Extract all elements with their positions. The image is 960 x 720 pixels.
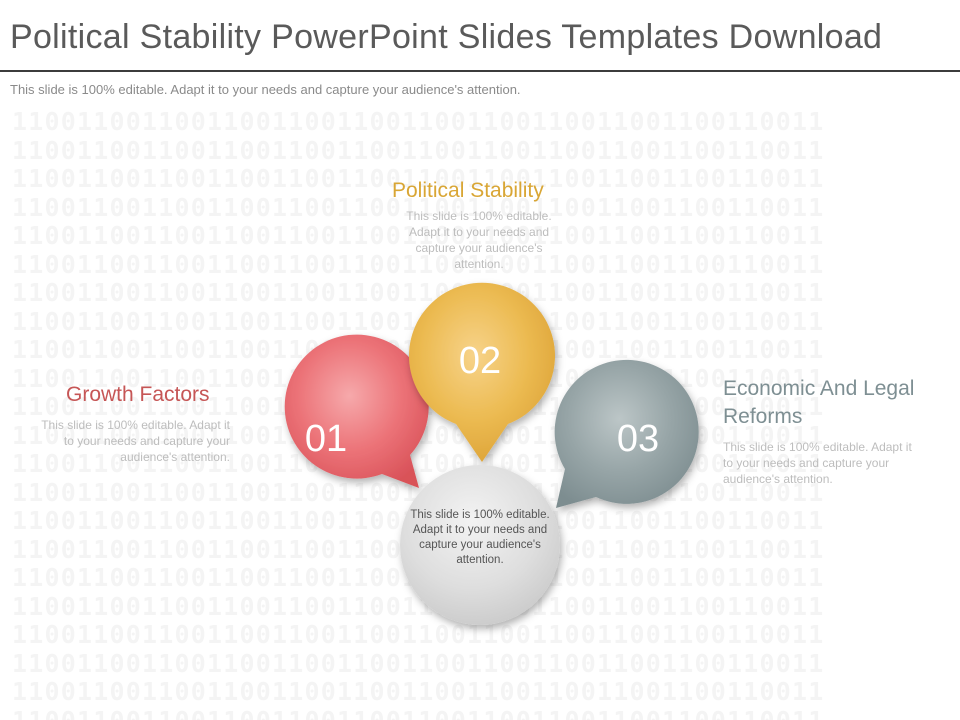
heading-growth-factors: Growth Factors <box>66 383 210 406</box>
description-economic-legal-reforms: This slide is 100% editable. Adapt it to… <box>723 440 912 486</box>
pin-01-number: 01 <box>305 418 347 460</box>
center-circle <box>400 465 560 625</box>
center-description: This slide is 100% editable. Adapt it to… <box>410 509 550 566</box>
page-subtitle: This slide is 100% editable. Adapt it to… <box>10 82 521 97</box>
description-growth-factors: This slide is 100% editable. Adapt it to… <box>41 418 230 464</box>
pin-03-gray: 03 <box>554 359 699 508</box>
title-divider <box>0 70 960 72</box>
heading-political-stability: Political Stability <box>392 179 544 202</box>
pin-02-orange: 02 <box>408 282 555 462</box>
heading-economic-legal-reforms: Economic And Legal Reforms <box>723 377 915 428</box>
pin-02-number: 02 <box>459 340 501 382</box>
page-title: Political Stability PowerPoint Slides Te… <box>10 18 883 56</box>
description-political-stability: This slide is 100% editable. Adapt it to… <box>406 209 552 271</box>
pin-01-red: 01 <box>284 334 429 488</box>
pin-03-number: 03 <box>617 418 659 460</box>
